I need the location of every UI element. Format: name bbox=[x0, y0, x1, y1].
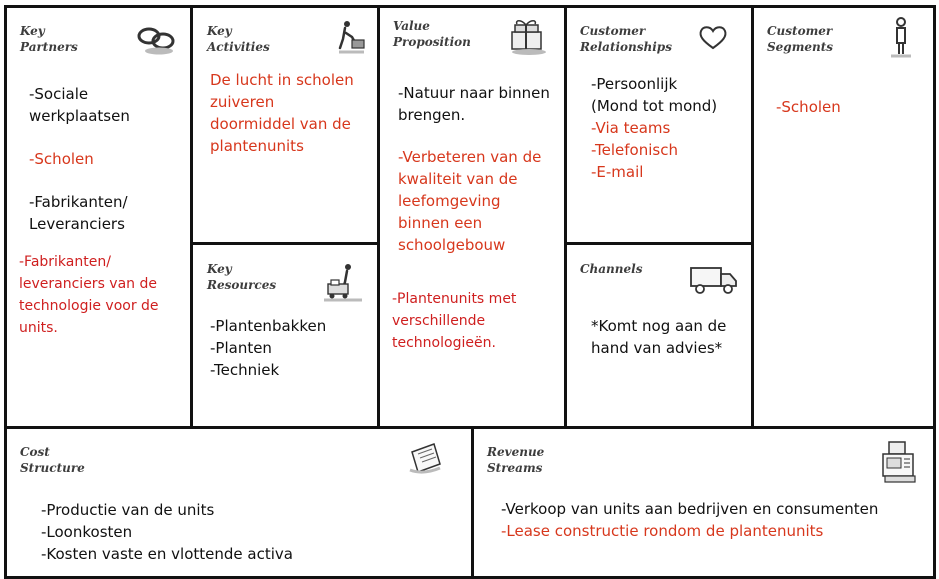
key-partners-content: -Sociale werkplaatsen -Scholen -Fabrikan… bbox=[19, 83, 179, 339]
channels-label: Channels bbox=[580, 262, 643, 276]
key-partners-item-2: -Scholen bbox=[29, 150, 94, 168]
value-proposition-item-2: -Verbeteren van de kwaliteit van de leef… bbox=[398, 148, 542, 254]
customer-relationships-content: -Persoonlijk (Mond tot mond) -Via teams … bbox=[591, 73, 741, 183]
key-resources-label: Key Resources bbox=[207, 262, 277, 292]
revenue-streams-content: -Verkoop van units aan bedrijven en cons… bbox=[501, 498, 921, 542]
customer-relationships-label: Customer Relationships bbox=[580, 24, 672, 54]
heart-icon bbox=[699, 26, 727, 50]
key-partners-item-4: -Fabrikanten/ leveranciers van de techno… bbox=[19, 254, 159, 336]
border-bottom bbox=[4, 576, 936, 579]
key-partners-item-3: -Fabrikanten/ Leveranciers bbox=[29, 193, 128, 233]
revenue-streams-label: Revenue Streams bbox=[487, 445, 545, 475]
key-activities-item-1: De lucht in scholen zuiveren doormiddel … bbox=[210, 71, 354, 155]
cash-register-icon bbox=[882, 441, 916, 483]
customer-relationships-item-1: -Persoonlijk (Mond tot mond) bbox=[591, 75, 718, 115]
receipt-icon bbox=[409, 443, 441, 474]
worker-cart-icon bbox=[324, 264, 362, 302]
value-proposition-item-1: -Natuur naar binnen brengen. bbox=[398, 84, 550, 124]
truck-icon bbox=[690, 267, 737, 294]
channels-item-1: *Komt nog aan de hand van advies* bbox=[591, 317, 727, 357]
value-proposition-item-3: -Plantenunits met verschillende technolo… bbox=[392, 291, 517, 351]
value-proposition-content: -Natuur naar binnen brengen. -Verbeteren… bbox=[392, 82, 558, 354]
cost-structure-item-1: -Productie van de units -Loonkosten -Kos… bbox=[41, 501, 293, 563]
border-right bbox=[933, 5, 936, 579]
key-partners-item-1: -Sociale werkplaatsen bbox=[29, 85, 130, 125]
border-left bbox=[4, 5, 7, 579]
value-proposition-label: Value Proposition bbox=[393, 19, 471, 49]
key-resources-item-1: -Plantenbakken -Planten -Techniek bbox=[210, 317, 327, 379]
cost-structure-label: Cost Structure bbox=[20, 445, 85, 475]
revenue-streams-item-2: -Lease constructie rondom de plantenunit… bbox=[501, 522, 824, 540]
gift-box-icon bbox=[511, 20, 546, 55]
person-standing-icon bbox=[891, 17, 911, 58]
divider-vertical-1 bbox=[190, 5, 193, 429]
key-resources-content: -Plantenbakken -Planten -Techniek bbox=[210, 315, 370, 381]
customer-segments-content: -Scholen bbox=[776, 96, 916, 118]
revenue-streams-item-1: -Verkoop van units aan bedrijven en cons… bbox=[501, 500, 879, 518]
divider-vertical-bottom bbox=[471, 426, 474, 579]
customer-segments-label: Customer Segments bbox=[767, 24, 834, 54]
key-activities-content: De lucht in scholen zuiveren doormiddel … bbox=[210, 69, 370, 157]
worker-push-icon bbox=[338, 21, 365, 54]
channels-content: *Komt nog aan de hand van advies* bbox=[591, 315, 741, 359]
divider-horizontal-main bbox=[4, 426, 936, 429]
divider-vertical-3 bbox=[564, 5, 567, 429]
divider-vertical-4 bbox=[751, 5, 754, 429]
key-partners-label: Key Partners bbox=[20, 24, 78, 54]
cost-structure-content: -Productie van de units -Loonkosten -Kos… bbox=[41, 499, 461, 565]
chain-link-icon bbox=[137, 27, 175, 55]
divider-customerrelationships-channels bbox=[564, 242, 754, 245]
divider-keyactivities-keyresources bbox=[190, 242, 380, 245]
border-top bbox=[4, 5, 936, 8]
divider-vertical-2 bbox=[377, 5, 380, 429]
key-activities-label: Key Activities bbox=[207, 24, 270, 54]
customer-segments-item-1: -Scholen bbox=[776, 98, 841, 116]
customer-relationships-item-2: -Via teams -Telefonisch -E-mail bbox=[591, 119, 678, 181]
